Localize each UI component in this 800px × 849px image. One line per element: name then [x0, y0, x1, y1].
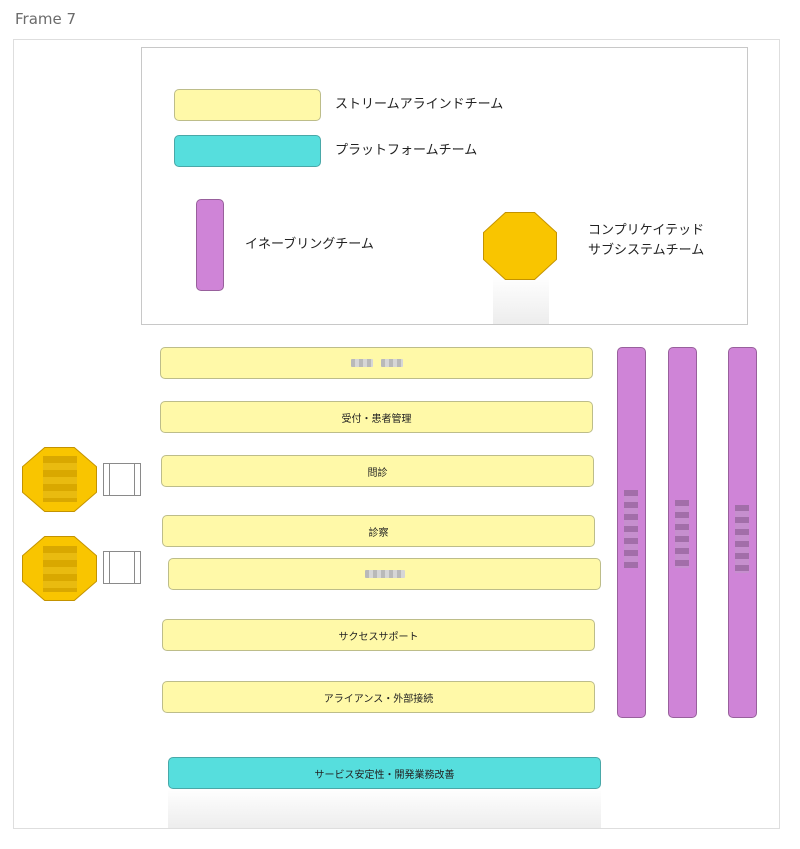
redacted-label: [43, 546, 77, 592]
redacted-label: [43, 456, 77, 502]
stream-team-2[interactable]: 受付・患者管理: [160, 401, 593, 433]
redacted-label: [675, 500, 689, 568]
stream-team-3[interactable]: 問診: [161, 455, 594, 487]
platform-team-shadow: [168, 788, 601, 828]
redacted-label: [380, 359, 403, 367]
legend-complicated-label-line1: コンプリケイテッド: [588, 223, 705, 238]
legend-complicated-shadow: [493, 276, 549, 324]
redacted-label: [364, 570, 405, 578]
stream-team-7[interactable]: アライアンス・外部接続: [162, 681, 595, 713]
stream-team-3-label: 問診: [367, 467, 388, 479]
stream-team-1[interactable]: [160, 347, 593, 379]
stream-team-7-label: アライアンス・外部接続: [323, 693, 434, 705]
legend-complicated-swatch[interactable]: [484, 213, 556, 279]
stream-team-6[interactable]: サクセスサポート: [162, 619, 595, 651]
frame-canvas: [13, 39, 780, 829]
stream-team-4[interactable]: 診察: [162, 515, 595, 547]
legend-platform-swatch[interactable]: [174, 135, 321, 167]
card-icon: [103, 551, 141, 584]
legend-stream-aligned-label: ストリームアラインドチーム: [335, 97, 504, 112]
stream-team-6-label: サクセスサポート: [338, 631, 419, 643]
legend-stream-aligned-swatch[interactable]: [174, 89, 321, 121]
legend-panel: ストリームアラインドチーム プラットフォームチーム イネーブリングチーム コンプ…: [141, 47, 748, 325]
legend-platform-label: プラットフォームチーム: [335, 143, 478, 158]
legend-complicated-label-line2: サブシステムチーム: [588, 243, 705, 258]
redacted-label: [735, 505, 749, 573]
card-icon: [103, 463, 141, 496]
redacted-label: [350, 359, 373, 367]
legend-enabling-swatch[interactable]: [196, 199, 224, 291]
stream-team-5[interactable]: [168, 558, 601, 590]
stream-team-4-label: 診察: [368, 527, 389, 539]
redacted-label: [624, 490, 638, 568]
legend-enabling-label: イネーブリングチーム: [245, 237, 374, 252]
stream-team-2-label: 受付・患者管理: [341, 413, 412, 425]
platform-team-1-label: サービス安定性・開発業務改善: [314, 769, 455, 781]
platform-team-1[interactable]: サービス安定性・開発業務改善: [168, 757, 601, 789]
frame-title: Frame 7: [15, 10, 77, 28]
